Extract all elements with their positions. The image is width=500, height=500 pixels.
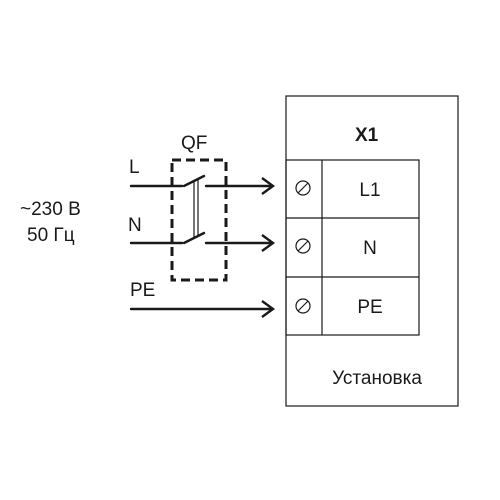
- terminal-block-label: X1: [355, 125, 379, 146]
- supply-frequency-label: 50 Гц: [27, 225, 75, 246]
- terminal-screw-icon: [295, 238, 311, 254]
- line-label-n: N: [128, 215, 142, 236]
- terminal-screw-icon: [295, 298, 311, 314]
- wire-l: [129, 174, 276, 195]
- terminal-label-l1: L1: [359, 180, 380, 201]
- line-label-l: L: [129, 157, 140, 178]
- breaker-label: QF: [181, 133, 207, 154]
- wire-n: [129, 231, 276, 252]
- breaker-enclosure: [170, 158, 228, 282]
- supply-voltage-label: ~230 В: [20, 199, 81, 220]
- line-label-pe: PE: [130, 280, 155, 301]
- terminal-screw-icon: [295, 180, 311, 196]
- wire-pe: [129, 300, 276, 318]
- unit-name: Установка: [332, 368, 422, 389]
- terminal-label-pe: PE: [357, 297, 382, 318]
- terminal-label-n: N: [363, 238, 377, 259]
- terminal-block: [285, 159, 420, 336]
